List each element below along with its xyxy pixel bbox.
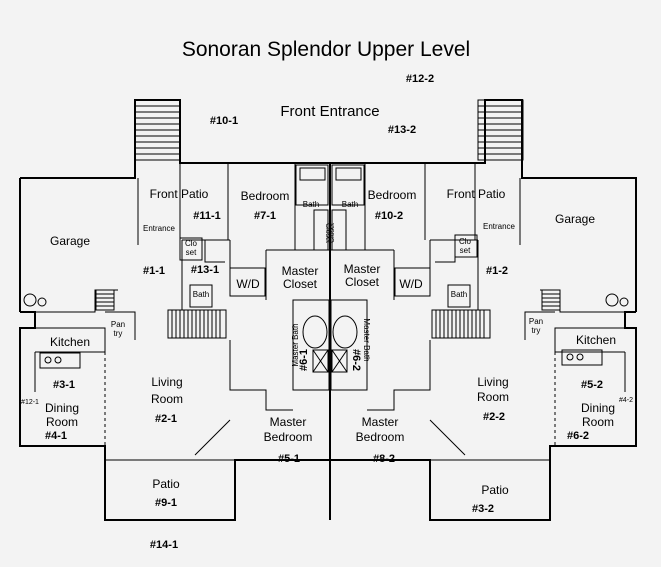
unit-label-6-1: #6-1: [298, 349, 310, 371]
living-right-label-a: Living: [477, 375, 508, 389]
unit-label-12-1: #12-1: [21, 399, 39, 406]
dining-right-label-b: Room: [582, 415, 614, 429]
unit-label-8-2: #8-2: [373, 453, 395, 465]
garage-steps-right: [541, 289, 561, 311]
stairs-right: [477, 99, 524, 161]
master-closet-left-label-a: Master: [282, 264, 319, 278]
closet-left-label-b: set: [186, 248, 197, 257]
living-left-label-a: Living: [151, 375, 182, 389]
unit-label-4-2: #4-2: [619, 397, 633, 404]
living-right-label-b: Room: [477, 390, 509, 404]
unit-label-12-2: #12-2: [406, 73, 434, 85]
dining-right-label-a: Dining: [581, 401, 615, 415]
wd-left-label: W/D: [236, 277, 260, 291]
closet-left-label-a: Clo: [185, 239, 198, 248]
kitchen-left-label: Kitchen: [50, 335, 90, 349]
closet-label-center-right: Closet: [324, 223, 331, 243]
garage-left-label: Garage: [50, 234, 90, 248]
closet-right-label-a: Clo: [459, 237, 472, 246]
patio-left-label: Patio: [152, 477, 180, 491]
front-patio-right-label: Front Patio: [447, 187, 506, 201]
closet-label-center-left: Closet: [329, 223, 336, 243]
plan-title: Sonoran Splendor Upper Level: [182, 38, 470, 61]
unit-label-3-2: #3-2: [472, 503, 494, 515]
balcony-rail-right: [431, 309, 491, 339]
master-bedroom-left-label-b: Bedroom: [264, 430, 313, 444]
front-entrance-label: Front Entrance: [280, 103, 379, 120]
bath-label-center-right: Bath: [342, 200, 358, 209]
unit-label-10-1: #10-1: [210, 115, 238, 127]
master-bedroom-right-label-b: Bedroom: [356, 430, 405, 444]
dining-left-label-b: Room: [46, 415, 78, 429]
stairs-left: [134, 99, 181, 161]
unit-label-2-1: #2-1: [155, 413, 177, 425]
garage-right-label: Garage: [555, 212, 595, 226]
unit-label-2-2: #2-2: [483, 411, 505, 423]
unit-label-11-1: #11-1: [193, 210, 221, 222]
balcony-rail-left: [167, 309, 227, 339]
master-bath-right-label: Master Bath: [362, 318, 371, 361]
master-bedroom-left-label-a: Master: [270, 415, 307, 429]
front-patio-left-label: Front Patio: [150, 187, 209, 201]
unit-label-5-2: #5-2: [581, 379, 603, 391]
unit-label-5-1: #5-1: [278, 453, 300, 465]
closet-right-label-b: set: [460, 246, 471, 255]
garage-steps-left: [95, 289, 115, 311]
unit-label-9-1: #9-1: [155, 497, 177, 509]
unit-label-10-2: #10-2: [375, 210, 403, 222]
patio-right-label: Patio: [481, 483, 509, 497]
master-closet-right-label-a: Master: [344, 262, 381, 276]
unit-label-6-2: #6-2: [350, 349, 362, 371]
master-bedroom-right-label-a: Master: [362, 415, 399, 429]
kitchen-right-label: Kitchen: [576, 333, 616, 347]
entrance-left-label: Entrance: [143, 224, 176, 233]
bedroom-left-label: Bedroom: [241, 189, 290, 203]
bath-right-label: Bath: [451, 290, 467, 299]
pantry-left-label-a: Pan: [111, 320, 125, 329]
master-bath-left-label: Master Bath: [291, 323, 300, 366]
unit-label-1-2: #1-2: [486, 265, 508, 277]
unit-label-14-1: #14-1: [150, 539, 178, 551]
floor-plan-labels: Sonoran Splendor Upper Level Front Entra…: [21, 38, 633, 551]
unit-label-13-2: #13-2: [388, 124, 416, 136]
unit-label-6-2b: #6-2: [567, 430, 589, 442]
unit-label-7-1: #7-1: [254, 210, 276, 222]
floor-plan-walls: [19, 99, 637, 521]
master-closet-left-label-b: Closet: [283, 277, 318, 291]
dining-left-label-a: Dining: [45, 401, 79, 415]
unit-label-1-1: #1-1: [143, 265, 165, 277]
living-left-label-b: Room: [151, 392, 183, 406]
bath-label-center-left: Bath: [303, 200, 319, 209]
pantry-right-label-b: try: [532, 326, 541, 335]
bath-left-label: Bath: [193, 290, 209, 299]
pantry-right-label-a: Pan: [529, 317, 543, 326]
pantry-left-label-b: try: [114, 329, 123, 338]
unit-label-13-1: #13-1: [191, 264, 219, 276]
wd-right-label: W/D: [399, 277, 423, 291]
unit-label-3-1: #3-1: [53, 379, 75, 391]
bedroom-right-label: Bedroom: [368, 188, 417, 202]
unit-label-4-1: #4-1: [45, 430, 67, 442]
entrance-right-label: Entrance: [483, 222, 516, 231]
master-closet-right-label-b: Closet: [345, 275, 380, 289]
